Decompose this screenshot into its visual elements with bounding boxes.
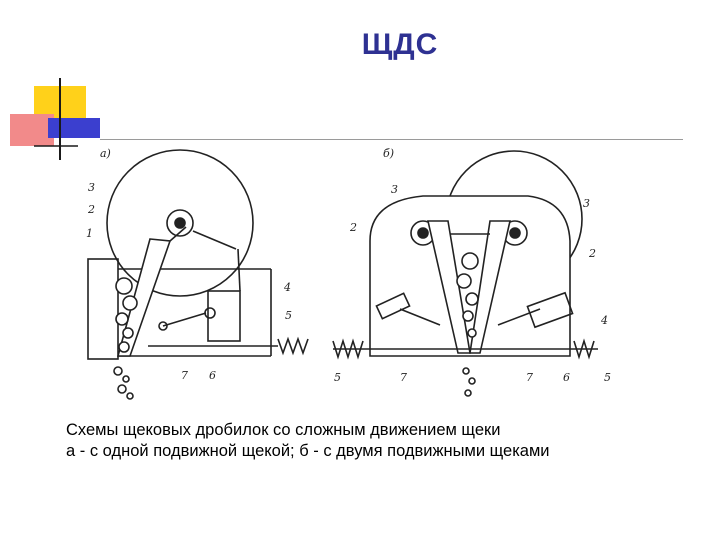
right-spring-left xyxy=(332,338,364,360)
left-crusher xyxy=(87,149,309,400)
left-callout: 1 xyxy=(86,227,93,240)
caption-line-1: Схемы щековых дробилок со сложным движен… xyxy=(66,421,501,439)
crusher-schematic: а) б) 3 2 1 4 5 7 6 3 3 2 2 4 5 7 7 6 5 xyxy=(86,147,611,400)
right-callout: 5 xyxy=(334,371,341,384)
title-divider xyxy=(100,139,683,140)
right-callout: 2 xyxy=(588,247,596,260)
deco-blue-square xyxy=(48,118,100,138)
left-callout: 2 xyxy=(87,203,95,216)
crusher-diagram: а) б) 3 2 1 4 5 7 6 3 3 2 2 4 5 7 7 6 5 xyxy=(78,141,628,409)
left-panel-label: а) xyxy=(100,147,111,160)
left-callout: 6 xyxy=(209,369,216,382)
right-callout: 3 xyxy=(583,197,590,210)
right-bracket xyxy=(526,291,574,329)
left-callout: 4 xyxy=(283,281,291,294)
right-spring-right xyxy=(573,338,595,360)
left-fixed-jaw-frame xyxy=(87,258,119,360)
right-callout: 7 xyxy=(400,371,407,384)
right-crusher xyxy=(332,150,598,397)
caption-line-2: а - с одной подвижной щекой; б - с двумя… xyxy=(66,442,550,460)
right-toggle-right xyxy=(497,308,541,326)
right-toggle-left xyxy=(399,308,441,326)
left-toggle-plate xyxy=(162,312,207,327)
left-callout: 7 xyxy=(181,369,188,382)
decorative-squares xyxy=(10,78,110,160)
left-movable-jaw xyxy=(116,238,172,357)
right-callout: 2 xyxy=(349,221,357,234)
left-spring xyxy=(277,336,309,356)
slide-title: ЩДС xyxy=(361,28,439,61)
left-eccentric-shaft xyxy=(166,209,194,237)
figure-caption: Схемы щековых дробилок со сложным движен… xyxy=(66,420,706,462)
right-callout: 7 xyxy=(526,371,533,384)
right-panel-label: б) xyxy=(383,147,394,160)
left-callout: 3 xyxy=(88,181,95,194)
right-callout: 4 xyxy=(600,314,608,327)
right-callout: 5 xyxy=(604,371,611,384)
deco-red-square xyxy=(10,114,54,146)
left-bracket xyxy=(207,290,241,342)
right-callout: 3 xyxy=(391,183,398,196)
right-jaw-right xyxy=(469,220,512,354)
left-callout: 5 xyxy=(285,309,292,322)
right-callout: 6 xyxy=(563,371,570,384)
